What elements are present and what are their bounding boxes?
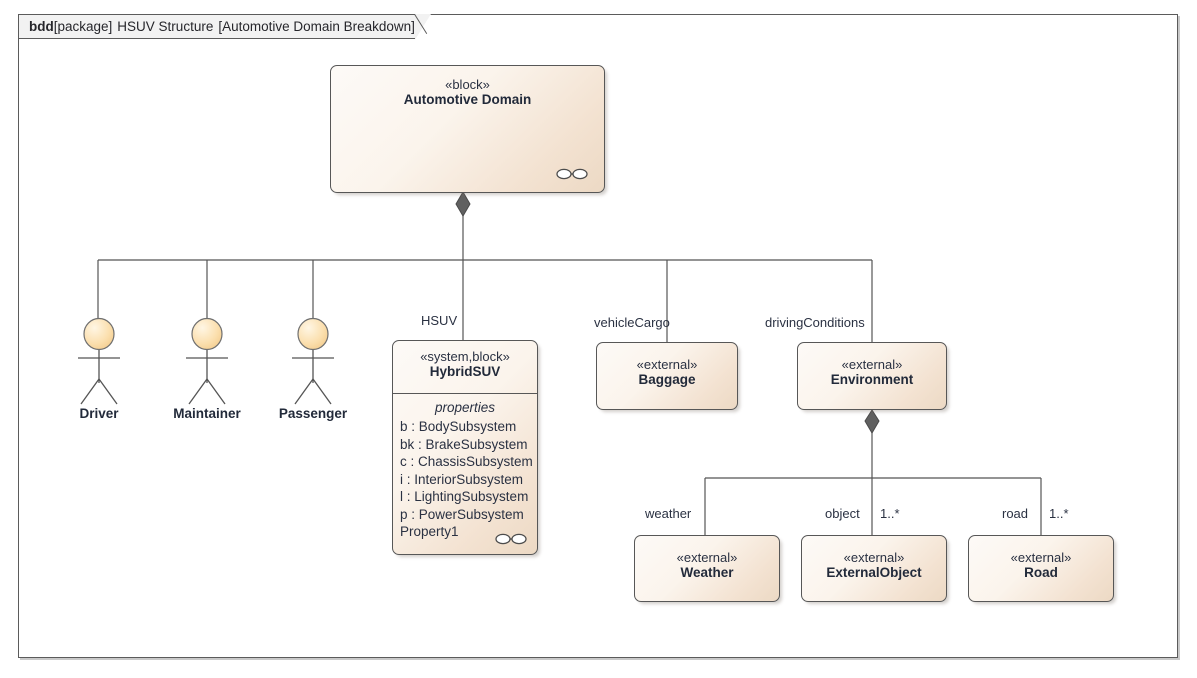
actor-label: Driver <box>79 406 119 421</box>
block-stereotype: «external» <box>1010 550 1072 565</box>
property-row[interactable]: Property1 <box>400 524 459 539</box>
title-tab-cut <box>414 14 431 40</box>
property-row[interactable]: l : LightingSubsystem <box>400 489 529 504</box>
block-name: Baggage <box>638 372 696 387</box>
actor-label: Passenger <box>278 406 348 421</box>
edge-label-object: object <box>825 506 860 521</box>
interface-ball-and-socket-icon <box>495 533 527 545</box>
property-row[interactable]: b : BodySubsystem <box>400 419 517 434</box>
block-hybridsuv[interactable]: «system,block» HybridSUV properties b : … <box>392 340 538 555</box>
block-header: «block» Automotive Domain <box>331 66 604 108</box>
property-row[interactable]: c : ChassisSubsystem <box>400 454 533 469</box>
block-stereotype: «external» <box>843 550 905 565</box>
block-automotive-domain[interactable]: «block» Automotive Domain <box>330 65 605 193</box>
property-row[interactable]: p : PowerSubsystem <box>400 506 524 522</box>
block-road[interactable]: «external» Road <box>968 535 1114 602</box>
actor-stick-figure-icon <box>78 317 120 405</box>
diagram-kind-label: bdd <box>29 18 54 34</box>
multiplicity-label-object: 1..* <box>880 506 900 521</box>
block-header: «external» Road <box>969 536 1113 581</box>
block-header: «system,block» HybridSUV <box>393 341 537 385</box>
block-name: ExternalObject <box>826 565 922 580</box>
properties-compartment: properties b : BodySubsystem bk : BrakeS… <box>393 394 537 554</box>
actor-stick-figure-icon <box>186 317 228 405</box>
block-stereotype: «system,block» <box>420 349 510 364</box>
block-stereotype: «block» <box>445 77 490 92</box>
block-external-object[interactable]: «external» ExternalObject <box>801 535 947 602</box>
actor-label: Maintainer <box>173 406 241 421</box>
block-weather[interactable]: «external» Weather <box>634 535 780 602</box>
diagram-package-label: HSUV Structure <box>117 18 214 34</box>
block-baggage[interactable]: «external» Baggage <box>596 342 738 410</box>
actor-stick-figure-icon <box>292 317 334 405</box>
diagram-view-label: [Automotive Domain Breakdown] <box>218 18 415 34</box>
block-name: Road <box>1024 565 1058 580</box>
block-stereotype: «external» <box>676 550 738 565</box>
edge-label-hsuv: HSUV <box>421 313 458 328</box>
block-header: «external» ExternalObject <box>802 536 946 581</box>
block-environment[interactable]: «external» Environment <box>797 342 947 410</box>
block-name: HybridSUV <box>429 364 501 379</box>
actor-driver[interactable]: Driver <box>59 317 139 422</box>
compartment-title: properties <box>434 400 496 415</box>
compartment-divider <box>393 393 537 394</box>
diagram-qualifier-label: [package] <box>53 18 113 34</box>
property-row[interactable]: bk : BrakeSubsystem <box>400 436 528 452</box>
edge-label-driving-conditions: drivingConditions <box>765 315 865 330</box>
block-name: Automotive Domain <box>403 92 532 107</box>
block-name: Weather <box>680 565 734 580</box>
block-header: «external» Environment <box>798 343 946 388</box>
edge-label-road: road <box>1002 506 1029 521</box>
block-header: «external» Baggage <box>597 343 737 388</box>
edge-label-weather: weather <box>645 506 692 521</box>
block-name: Environment <box>830 372 914 387</box>
block-stereotype: «external» <box>841 357 903 372</box>
property-row[interactable]: i : InteriorSubsystem <box>400 471 524 487</box>
diagram-frame-title: bdd[package]HSUV Structure[Automotive Do… <box>18 14 431 40</box>
interface-ball-and-socket-icon <box>556 168 588 180</box>
block-header: «external» Weather <box>635 536 779 581</box>
multiplicity-label-road: 1..* <box>1049 506 1069 521</box>
block-stereotype: «external» <box>636 357 698 372</box>
edge-label-vehicle-cargo: vehicleCargo <box>594 315 670 330</box>
actor-passenger[interactable]: Passenger <box>273 317 353 422</box>
actor-maintainer[interactable]: Maintainer <box>167 317 247 422</box>
